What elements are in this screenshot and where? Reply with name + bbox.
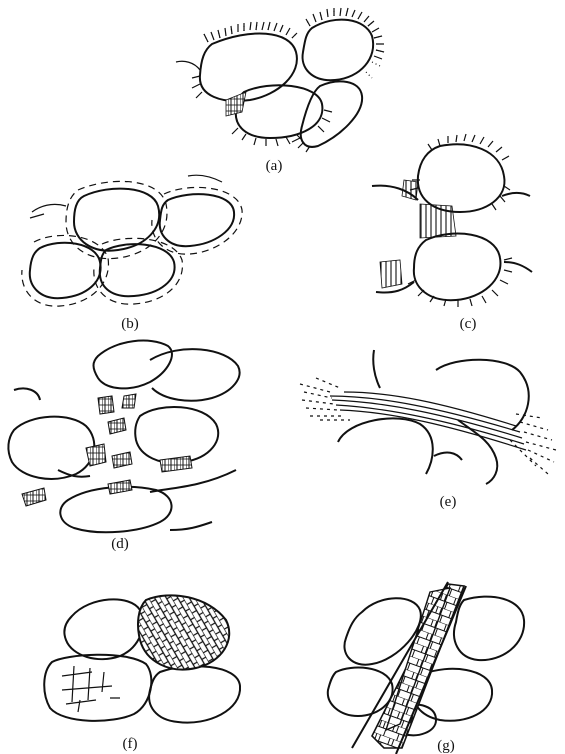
grain <box>328 668 393 716</box>
fractured-grain <box>44 655 151 721</box>
grain <box>60 487 171 532</box>
grain <box>436 360 529 430</box>
clay-fragment <box>108 418 126 434</box>
panel-label-c: (c) <box>460 316 477 332</box>
panel-label-d: (d) <box>111 536 129 552</box>
grain <box>8 417 94 479</box>
grain <box>338 418 433 474</box>
grain <box>135 407 218 463</box>
clay-fragment <box>86 444 106 466</box>
grain <box>64 599 143 659</box>
grain <box>74 189 159 251</box>
panel-c: (c) <box>372 134 532 332</box>
grain <box>14 388 40 400</box>
grain <box>418 144 505 212</box>
clay-bridge <box>330 392 526 450</box>
grain <box>303 20 374 81</box>
panel-e: (e) <box>300 350 556 510</box>
grain <box>94 341 172 389</box>
grain <box>149 666 240 722</box>
clay-fragment <box>22 488 46 506</box>
clay-coat <box>22 235 109 306</box>
authigenic-crystal-cluster <box>138 595 229 669</box>
grain <box>58 470 90 477</box>
grain <box>458 420 497 484</box>
pore-cement <box>380 260 402 288</box>
clay-coat <box>30 204 66 218</box>
panel-f: (f) <box>44 595 240 752</box>
grain <box>434 453 462 460</box>
clay-coat <box>188 175 222 182</box>
grain-fractures <box>62 666 120 712</box>
grain <box>30 243 101 298</box>
fracture-line <box>176 61 200 70</box>
panel-b: (b) <box>22 175 242 332</box>
grain <box>170 522 212 530</box>
grain <box>454 597 524 661</box>
panel-label-e: (e) <box>440 494 457 510</box>
clay-fragment <box>160 456 192 472</box>
grain <box>373 350 380 388</box>
clay-coat <box>94 238 183 304</box>
grain <box>150 470 236 492</box>
clay-fragment <box>98 396 114 414</box>
clay-fragment <box>108 480 132 494</box>
cement-patch <box>226 92 246 116</box>
panel-label-f: (f) <box>123 736 138 752</box>
clay-fragment <box>112 452 132 468</box>
panel-a: (a) <box>176 8 384 174</box>
grain <box>414 234 501 301</box>
panel-label-b: (b) <box>121 316 139 332</box>
panel-label-g: (g) <box>437 738 455 754</box>
grain <box>150 349 240 401</box>
clay-fragment <box>122 394 136 408</box>
panel-g: (g) <box>328 582 524 754</box>
cement-fringe <box>204 8 384 78</box>
panel-label-a: (a) <box>266 158 283 174</box>
grain <box>160 194 234 246</box>
grain <box>100 244 175 296</box>
panel-d: (d) <box>8 341 239 552</box>
grain <box>236 85 323 138</box>
